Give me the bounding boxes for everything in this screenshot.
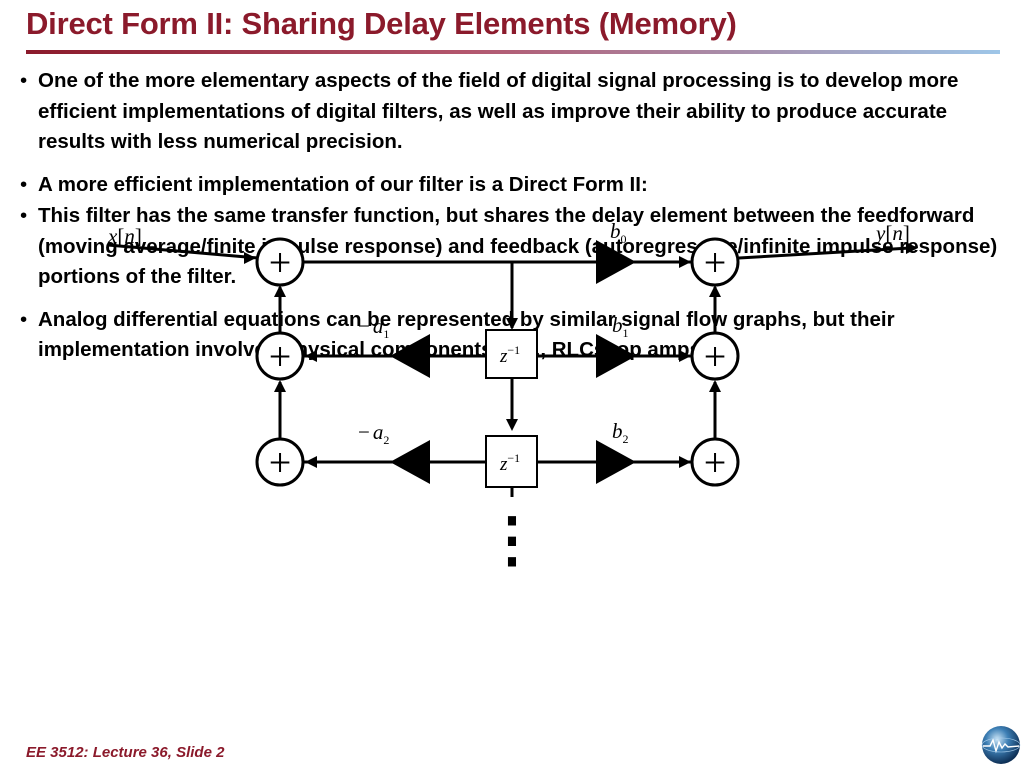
university-globe-logo [981, 726, 1021, 764]
arrowhead-up-left-2 [274, 380, 286, 392]
slide-title: Direct Form II: Sharing Delay Elements (… [26, 6, 737, 41]
arrowhead-up-right-2 [709, 380, 721, 392]
gain-a2-label: −a2 [358, 420, 389, 447]
adder-bot-left [255, 437, 305, 487]
adder-bot-right [690, 437, 740, 487]
arrowhead-into-delay-2 [506, 419, 518, 431]
adder-symbol: + [269, 440, 292, 485]
bullet-direct-form-ii: A more efficient implementation of our f… [20, 170, 1010, 201]
title-underline [26, 50, 1000, 54]
arrowhead-into-adder-bot-left [305, 456, 317, 468]
continuation-ellipsis: ⋮ [482, 507, 542, 573]
bullet-analog-equations: Analog differential equations can be rep… [20, 305, 1010, 366]
slide-footer: EE 3512: Lecture 36, Slide 2 [26, 744, 225, 761]
gain-a2-triangle [390, 440, 430, 484]
bullet-shared-delay: This filter has the same transfer functi… [20, 201, 1010, 293]
adder-symbol: + [704, 440, 727, 485]
gain-b2-triangle [596, 440, 636, 484]
delay-label-2: z−1 [499, 451, 520, 475]
bullet-efficient-implementation: One of the more elementary aspects of th… [20, 66, 1010, 158]
gain-b2-label: b2 [612, 419, 629, 446]
bullet-list: One of the more elementary aspects of th… [20, 66, 1010, 366]
delay-box-2 [485, 435, 538, 488]
arrowhead-into-adder-bot-right [679, 456, 691, 468]
